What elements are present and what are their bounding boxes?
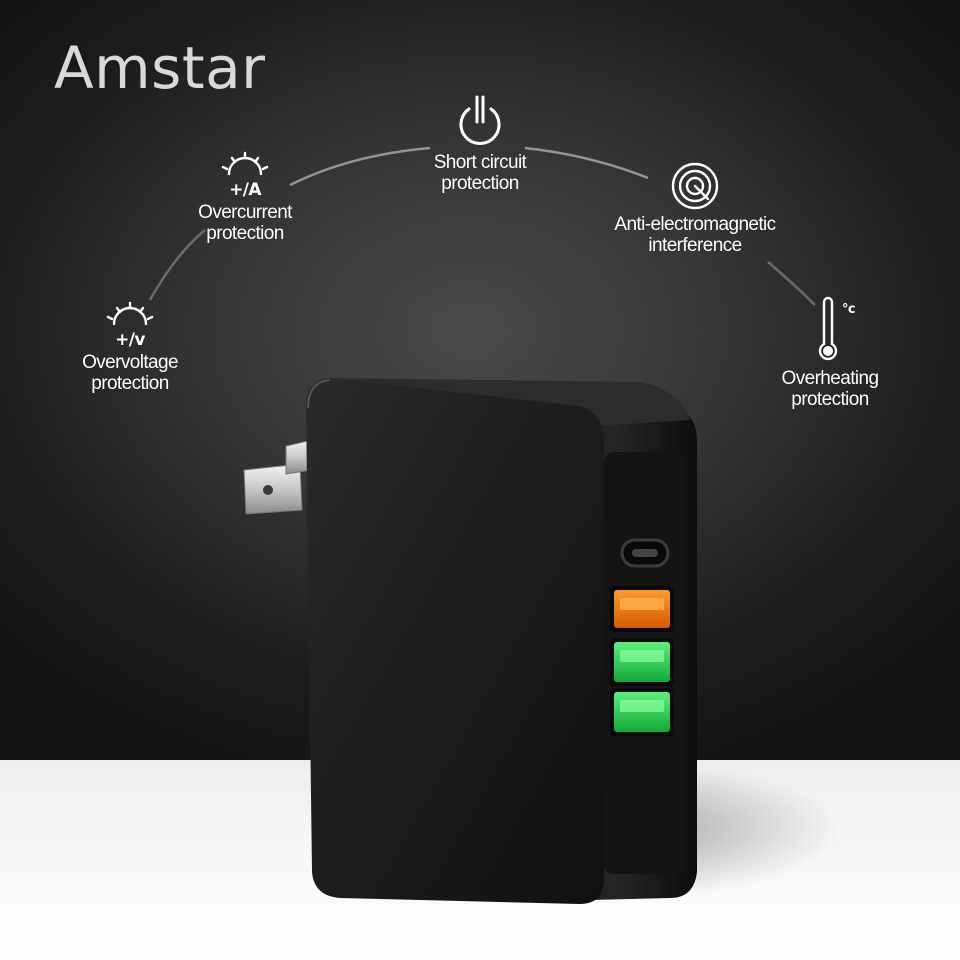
overvoltage-icon: +/v: [106, 301, 154, 350]
plug-prongs: [243, 439, 313, 515]
anti-emi-line2: interference: [648, 235, 742, 256]
overvoltage-line2: protection: [91, 373, 169, 394]
thermometer-icon: °c: [818, 296, 856, 361]
power-icon: [459, 95, 501, 145]
overcurrent-line1: Overcurrent: [198, 202, 292, 223]
short-circuit-line1: Short circuit: [433, 152, 527, 173]
feature-short-circuit: Short circuit protection: [400, 92, 560, 194]
anti-emi-line1: Anti-electromagnetic: [614, 214, 776, 235]
overcurrent-icon-label: +/A: [229, 180, 262, 200]
short-circuit-line2: protection: [441, 173, 519, 194]
emi-icon: [671, 162, 719, 210]
overcurrent-icon: +/A: [221, 151, 269, 200]
overheating-line2: protection: [791, 389, 869, 410]
overvoltage-icon-label: +/v: [115, 330, 145, 350]
overvoltage-line1: Overvoltage: [82, 352, 178, 373]
feature-overvoltage: +/v Overvoltage protection: [55, 300, 205, 394]
feature-overcurrent: +/A Overcurrent protection: [170, 150, 320, 244]
feature-anti-emi: Anti-electromagnetic interference: [595, 160, 795, 256]
overheating-line1: Overheating: [781, 368, 880, 389]
thermometer-icon-label: °c: [842, 302, 855, 317]
feature-overheating: °c Overheating protection: [760, 296, 900, 410]
brand-logo: Amstar: [54, 34, 266, 102]
overcurrent-line2: protection: [206, 223, 284, 244]
